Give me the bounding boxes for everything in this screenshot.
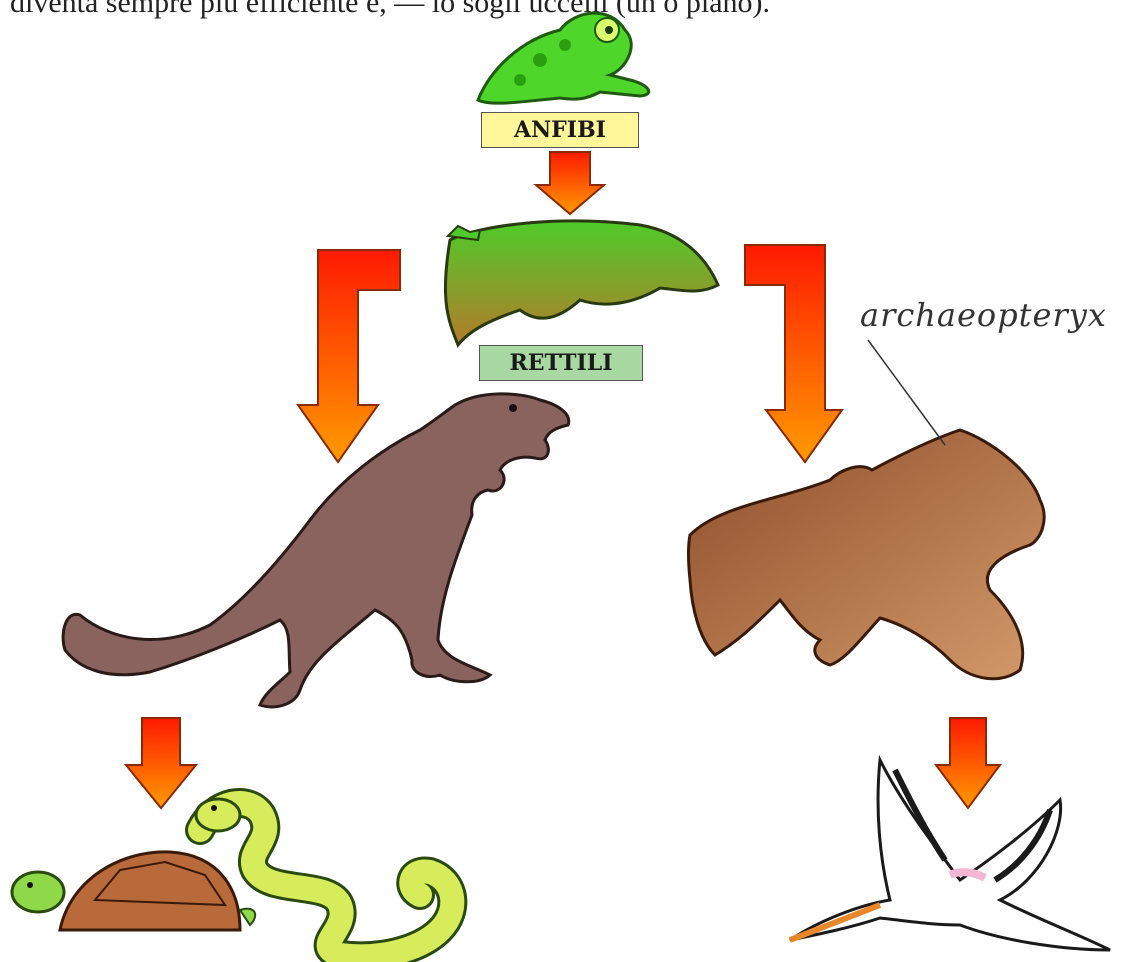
arrow-archaeopteryx-to-bird	[936, 718, 1000, 808]
rettili-label: RETTILI	[479, 345, 643, 381]
anfibi-label: ANFIBI	[481, 112, 639, 148]
reptile-icon	[445, 221, 718, 345]
arrow-dinosaur-to-modern-reptiles	[126, 718, 196, 808]
archaeopteryx-label: archaeopteryx	[860, 296, 1107, 334]
arrow-anfibi-to-rettili	[536, 152, 604, 214]
stork-icon	[790, 760, 1110, 950]
dinosaur-icon	[63, 394, 569, 707]
turtle-icon	[12, 852, 255, 930]
archaeopteryx-icon	[689, 340, 1045, 679]
snake-icon	[196, 799, 452, 956]
arrow-rettili-to-dinosaur	[298, 250, 400, 462]
frog-icon	[478, 13, 649, 103]
arrow-rettili-to-archaeopteryx	[745, 245, 842, 462]
